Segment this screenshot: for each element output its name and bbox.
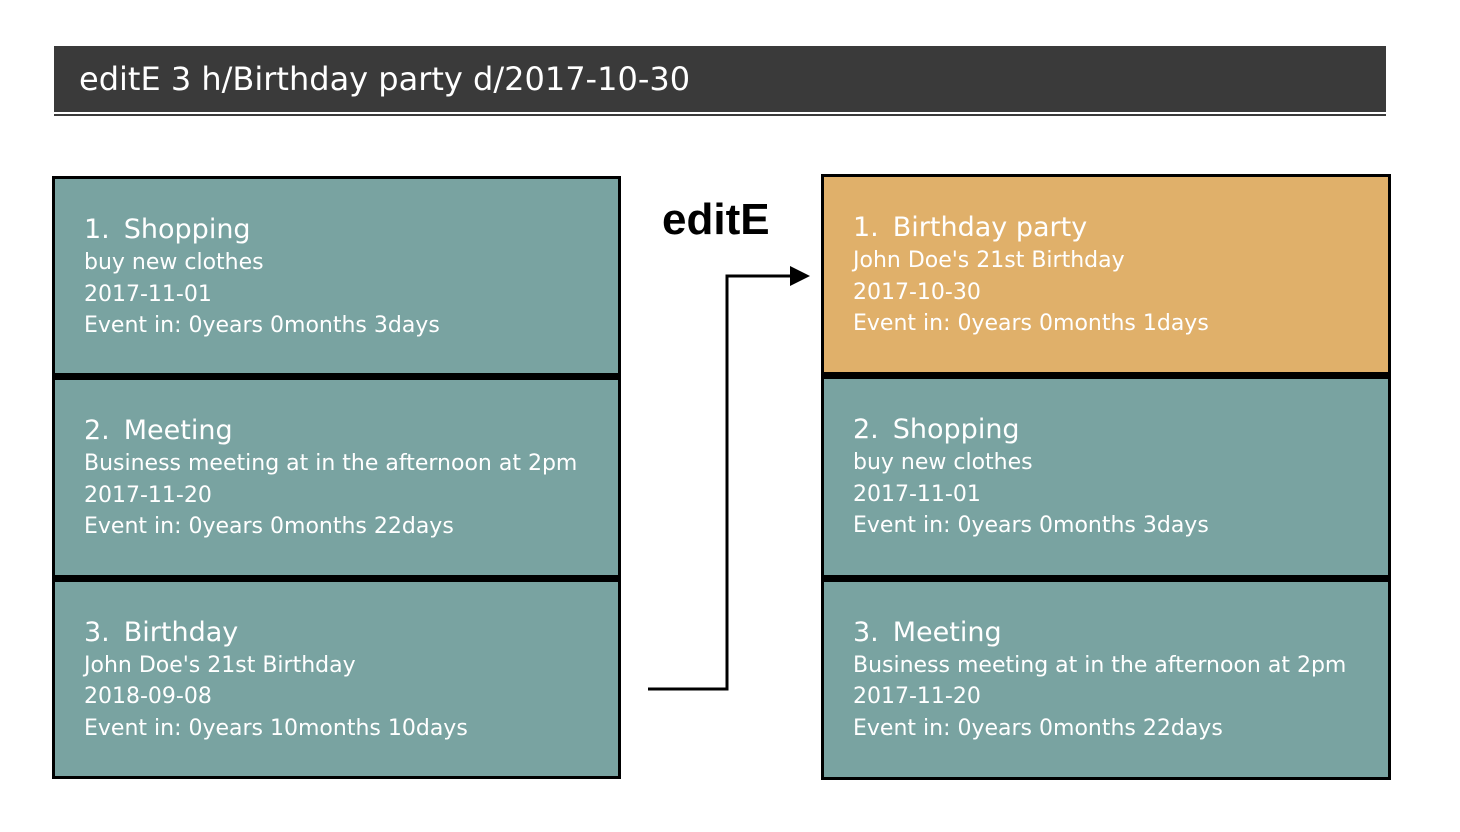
event-index: 2.: [853, 414, 879, 446]
event-name: Birthday party: [892, 212, 1088, 243]
command-input-text: editE 3 h/Birthday party d/2017-10-30: [79, 60, 691, 98]
event-index: 3.: [84, 616, 110, 648]
event-title: 2. Shopping: [853, 413, 1388, 447]
event-index: 1.: [853, 212, 879, 243]
event-title: 1. Shopping: [84, 213, 618, 247]
event-list-before: 1. Shopping buy new clothes 2017-11-01 Ev…: [52, 176, 621, 779]
event-details: buy new clothes: [84, 250, 264, 275]
event-details: Business meeting at in the afternoon at …: [853, 652, 1347, 678]
event-countdown: Event in: 0years 0months 3days: [84, 313, 440, 338]
event-date: 2017-11-20: [853, 684, 981, 710]
command-input-underline: [54, 114, 1386, 116]
event-title: 2. Meeting: [84, 414, 618, 448]
command-input[interactable]: editE 3 h/Birthday party d/2017-10-30: [54, 46, 1386, 112]
event-card[interactable]: 1. Shopping buy new clothes 2017-11-01 Ev…: [55, 179, 618, 374]
event-countdown: Event in: 0years 0months 1days: [853, 311, 1209, 336]
event-countdown: Event in: 0years 0months 3days: [853, 513, 1209, 539]
event-title: 3. Birthday: [84, 616, 618, 650]
event-card-edited[interactable]: 1. Birthday party John Doe's 21st Birthda…: [824, 177, 1388, 373]
event-date: 2017-11-01: [853, 481, 981, 507]
event-name: Meeting: [123, 415, 233, 447]
event-countdown: Event in: 0years 0months 22days: [84, 514, 454, 540]
event-index: 3.: [853, 616, 879, 648]
event-details: buy new clothes: [853, 450, 1033, 476]
arrow-line: [648, 274, 795, 691]
event-details: Business meeting at in the afternoon at …: [84, 451, 578, 477]
event-name: Shopping: [892, 414, 1020, 446]
event-countdown: Event in: 0years 10months 10days: [84, 715, 468, 741]
event-name: Shopping: [123, 214, 251, 245]
event-card[interactable]: 3. Birthday John Doe's 21st Birthday 2018…: [55, 581, 618, 776]
event-date: 2017-11-01: [84, 281, 212, 307]
event-name: Meeting: [892, 616, 1002, 648]
command-label: editE: [662, 195, 770, 244]
event-card[interactable]: 2. Meeting Business meeting at in the aft…: [55, 380, 618, 575]
event-title: 3. Meeting: [853, 616, 1388, 650]
event-countdown: Event in: 0years 0months 22days: [853, 715, 1223, 741]
arrow-head-icon: [790, 266, 810, 286]
event-details: John Doe's 21st Birthday: [84, 652, 356, 678]
event-date: 2017-11-20: [84, 482, 212, 508]
event-card[interactable]: 2. Shopping buy new clothes 2017-11-01 Ev…: [824, 379, 1388, 575]
event-title: 1. Birthday party: [853, 211, 1388, 245]
event-date: 2017-10-30: [853, 279, 981, 305]
event-date: 2018-09-08: [84, 684, 212, 710]
event-index: 2.: [84, 415, 110, 447]
event-index: 1.: [84, 214, 110, 245]
event-details: John Doe's 21st Birthday: [853, 248, 1125, 273]
event-name: Birthday: [123, 616, 239, 648]
event-list-after: 1. Birthday party John Doe's 21st Birthda…: [821, 174, 1391, 780]
event-card[interactable]: 3. Meeting Business meeting at in the aft…: [824, 581, 1388, 777]
